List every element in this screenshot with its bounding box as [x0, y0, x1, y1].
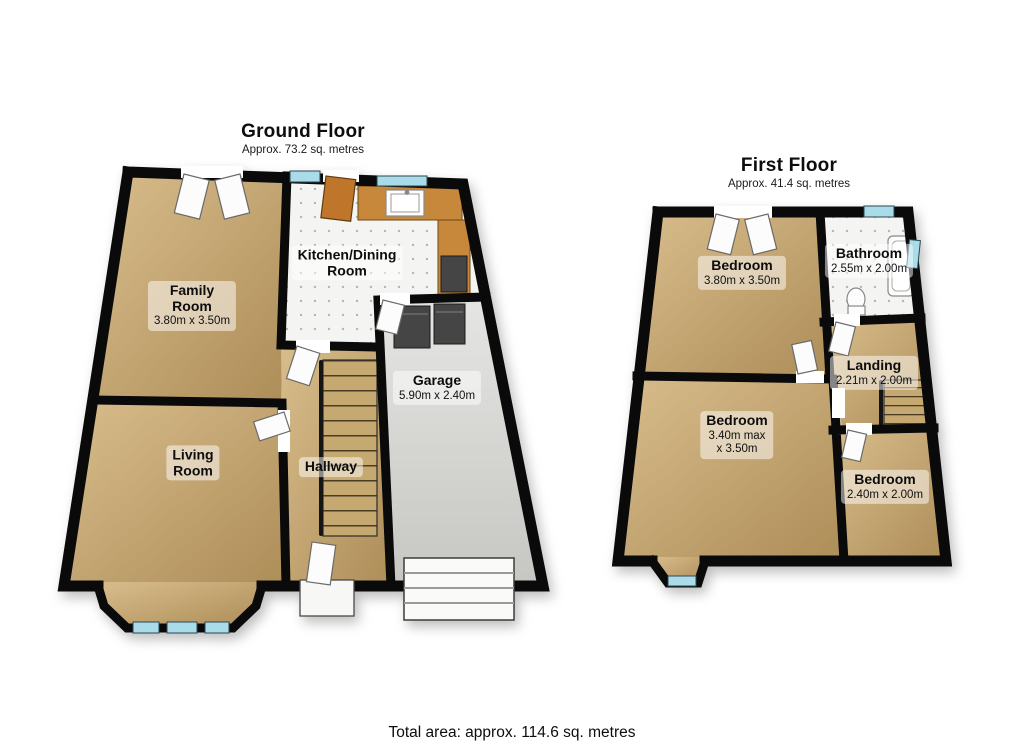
room-label-bedroom-2: Bedroom 3.40m max x 3.50m: [700, 411, 774, 459]
bedroom-2-floor: [618, 376, 844, 561]
bathroom-name: Bathroom: [835, 244, 903, 261]
bathroom-dims: 2.55m x 2.00m: [830, 262, 908, 275]
bedroom-2-dims: 3.40m max x 3.50m: [708, 429, 766, 456]
first-floor-door-icons: [791, 314, 872, 463]
room-label-garage: Garage 5.90m x 2.40m: [392, 370, 482, 406]
landing-dims: 2.21m x 2.00m: [835, 374, 913, 387]
total-area-text: Total area: approx. 114.6 sq. metres: [388, 724, 636, 741]
ground-floor-subtitle: Approx. 73.2 sq. metres: [241, 144, 365, 156]
family-room-name: Family Room: [169, 282, 215, 314]
oven-icon: [440, 255, 468, 293]
room-label-bedroom-1: Bedroom 3.80m x 3.50m: [697, 255, 787, 291]
kitchen-counters: [357, 185, 471, 297]
garage-name: Garage: [412, 371, 462, 388]
bedroom-2-name: Bedroom: [706, 412, 768, 429]
first-floor-plan: [611, 205, 953, 588]
outer-walls: [57, 165, 550, 592]
bedroom-1-name: Bedroom: [711, 256, 773, 273]
bedroom-3-dims: 2.40m x 2.00m: [846, 488, 924, 501]
room-label-family-room: Family Room 3.80m x 3.50m: [147, 281, 237, 331]
bedroom-1-door-opening: [714, 206, 772, 218]
bay-window-floor: [98, 582, 262, 628]
family-room-door-opening: [181, 166, 243, 178]
bay-window-first-glazing: [667, 575, 697, 587]
outer-walls-first: [611, 205, 953, 567]
bedroom-1-dims: 3.80m x 3.50m: [703, 274, 781, 287]
room-label-bedroom-3: Bedroom 2.40m x 2.00m: [840, 469, 930, 505]
room-label-kitchen-dining: Kitchen/Dining Room: [291, 245, 403, 281]
kitchen-back-door-icon: [320, 170, 359, 223]
bedroom-1-double-door-icon: [706, 213, 778, 256]
kitchen-window-icon: [289, 170, 321, 183]
room-label-bathroom: Bathroom 2.55m x 2.00m: [824, 243, 914, 279]
bay-window-glazing: [132, 621, 230, 634]
living-room-name: Living Room: [172, 446, 214, 478]
hallway-name: Hallway: [304, 458, 358, 475]
first-floor-subtitle: Approx. 41.4 sq. metres: [727, 178, 851, 190]
garage-floor: [378, 298, 543, 586]
kitchen-dining-name: Kitchen/Dining Room: [297, 246, 397, 278]
ground-floor-title: Ground Floor: [241, 121, 365, 142]
interior-walls: [88, 171, 491, 591]
hallway-door-icons: [252, 293, 410, 452]
family-room-dims: 3.80m x 3.50m: [153, 315, 231, 328]
room-label-landing: Landing 2.21m x 2.00m: [829, 355, 919, 391]
entry-door-icon: [299, 541, 355, 617]
family-room-double-door-icon: [173, 173, 251, 220]
bathroom-window-icon: [863, 205, 895, 218]
living-room-floor: [64, 400, 286, 586]
garage-door-icon: [403, 557, 515, 621]
garage-appliances: [393, 303, 466, 349]
faucet-icon: [404, 190, 410, 195]
landing-name: Landing: [846, 356, 902, 373]
room-label-living-room: Living Room: [166, 445, 220, 481]
staircase: [319, 359, 378, 537]
room-label-hallway: Hallway: [298, 457, 364, 477]
bedroom-3-name: Bedroom: [854, 470, 916, 487]
bedroom-1-floor: [637, 212, 830, 378]
garage-dims: 5.90m x 2.40m: [398, 389, 476, 402]
kitchen-window-2-icon: [376, 175, 428, 187]
first-floor-title: First Floor: [740, 155, 838, 176]
interior-walls-first: [632, 207, 939, 566]
